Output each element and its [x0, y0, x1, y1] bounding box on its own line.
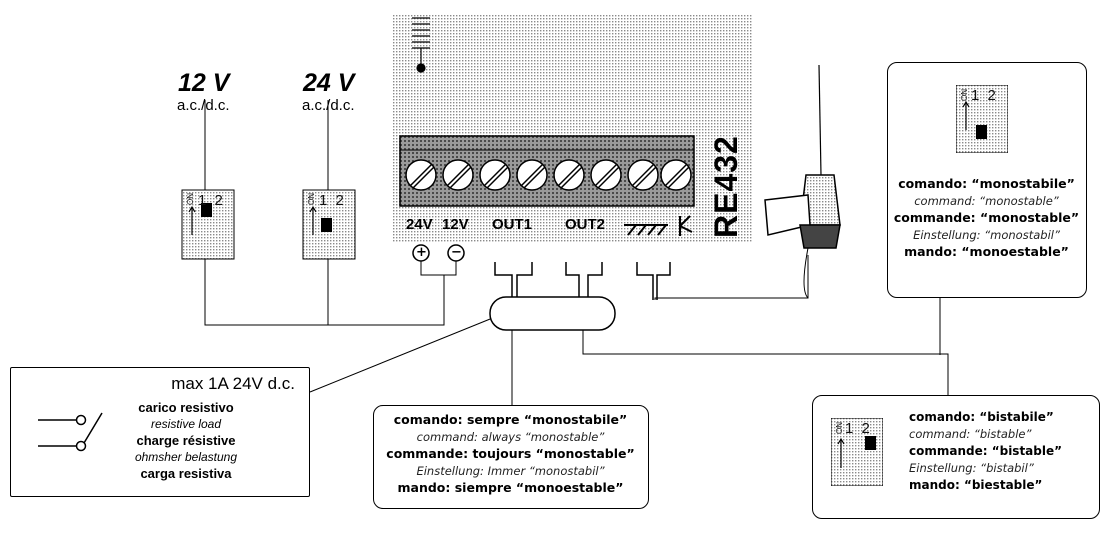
terminal-label-12v: 12V — [442, 216, 469, 233]
board-coil — [412, 17, 430, 73]
terminal-label-out1: OUT1 — [492, 216, 533, 233]
bistable-line-fr: commande: “bistable” — [909, 444, 1063, 458]
mono-line-de: Einstellung: “monostabil” — [913, 228, 1060, 242]
bistable-line-it: comando: “bistabile” — [909, 410, 1054, 424]
dip-on-bistable: ON — [835, 422, 844, 434]
dip-on-24v: ON — [307, 193, 316, 205]
bistable-line-en: command: “bistable” — [909, 427, 1032, 441]
supply-type-12v: a.c./d.c. — [177, 97, 230, 114]
out1-line-de: Einstellung: Immer “monostabil” — [416, 464, 605, 478]
out1-note-box: comando: sempre “monostabile” command: a… — [373, 405, 649, 509]
dip-switch-monostable — [956, 85, 1008, 153]
out1-line-en: command: always “monostable” — [416, 430, 605, 444]
mono-line-it: comando: “monostabile” — [898, 176, 1075, 191]
screw-out2-b — [590, 159, 622, 191]
relay-line-en: resistive load — [150, 417, 222, 431]
ground-symbol-icon — [624, 224, 668, 236]
mono-line-es: mando: “monoestable” — [904, 244, 1069, 259]
out1-line-it: comando: sempre “monostabile” — [393, 412, 628, 427]
relay-contact-icon — [38, 412, 103, 452]
antenna-module — [764, 64, 841, 299]
relay-rating: max 1A 24V d.c. — [171, 374, 295, 393]
terminal-screws — [405, 159, 692, 191]
screw-out1-b — [516, 159, 548, 191]
cable-sleeve — [489, 296, 616, 331]
relay-line-it: carico resistivo — [138, 400, 234, 415]
dip-switch-12v — [181, 189, 235, 260]
relay-load-box: max 1A 24V d.c. carico resistivo resisti… — [10, 367, 310, 497]
monostable-note-box: 1 2 ON comando: “monostabile” command: “… — [887, 62, 1087, 298]
dip-switch-bistable — [831, 418, 883, 486]
mono-line-fr: commande: “monostable” — [893, 210, 1080, 225]
supply-type-24v: a.c./d.c. — [302, 97, 355, 114]
screw-12v — [442, 159, 474, 191]
antenna-symbol-icon — [679, 215, 693, 236]
screw-ground — [627, 159, 659, 191]
terminal-label-24v: 24V — [406, 216, 433, 233]
dip-numbers-mono: 1 2 — [971, 87, 998, 104]
screw-out2-a — [553, 159, 585, 191]
out1-line-es: mando: siempre “monoestable” — [397, 480, 624, 495]
wires — [204, 100, 949, 405]
bistable-line-es: mando: “biestable” — [909, 478, 1043, 492]
plus-sign: + — [416, 245, 427, 260]
receiver-board — [393, 15, 753, 243]
minus-sign: − — [451, 245, 462, 260]
receiver-model: RE432 — [708, 135, 744, 238]
dip-on-12v: ON — [186, 193, 195, 205]
dip-numbers-bistable: 1 2 — [845, 420, 872, 437]
mono-line-en: command: “monostable” — [914, 194, 1059, 208]
screw-antenna — [660, 159, 692, 191]
bistable-line-de: Einstellung: “bistabil” — [909, 461, 1034, 475]
out1-line-fr: commande: toujours “monostable” — [386, 446, 635, 461]
screw-out1-a — [479, 159, 511, 191]
voltage-12v: 12 V — [178, 69, 230, 97]
dip-numbers-12v: 1 2 — [198, 192, 225, 209]
relay-line-de: ohmsher belastung — [134, 450, 238, 464]
dip-numbers-24v: 1 2 — [319, 192, 346, 209]
output-brackets — [494, 262, 671, 300]
terminal-label-out2: OUT2 — [565, 216, 606, 233]
voltage-24v: 24 V — [303, 69, 355, 97]
dip-switch-24v — [302, 189, 356, 260]
bistable-note-box: 1 2 ON comando: “bistabile” command: “bi… — [812, 395, 1100, 519]
relay-line-fr: charge résistive — [136, 433, 236, 448]
screw-24v — [405, 159, 437, 191]
relay-line-es: carga resistiva — [140, 466, 232, 481]
dip-on-mono: ON — [960, 89, 969, 101]
